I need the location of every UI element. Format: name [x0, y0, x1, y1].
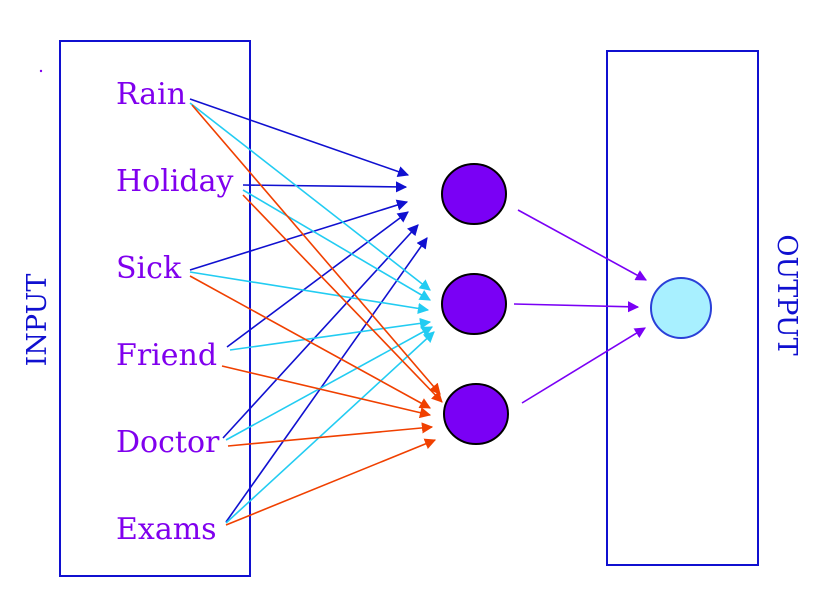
edge-arrow [227, 422, 434, 447]
input-label-rain: Rain [116, 77, 186, 112]
edge-arrow [521, 327, 646, 404]
edge-arrow [517, 209, 647, 281]
hidden-node-1 [441, 163, 507, 225]
input-label-friend: Friend [116, 338, 217, 373]
edge-arrow [225, 237, 428, 523]
hidden-node-2 [441, 273, 507, 335]
edge-arrow [242, 194, 443, 403]
edge-arrow [242, 181, 408, 193]
edge-arrow [242, 189, 431, 301]
edge-arrow [189, 98, 410, 177]
edge-arrow [225, 326, 433, 441]
edge-arrow [189, 271, 430, 314]
output-title: OUTPUT [771, 234, 802, 355]
edge-arrow [189, 102, 431, 291]
stray-dot [39, 69, 43, 73]
output-node [650, 277, 712, 339]
output-box [606, 50, 759, 566]
input-title: INPUT [22, 274, 53, 367]
edge-arrow [226, 211, 409, 348]
edge-arrow [222, 224, 419, 439]
input-label-holiday: Holiday [116, 164, 234, 199]
input-box [59, 40, 251, 577]
input-label-doctor: Doctor [116, 425, 220, 460]
hidden-node-3 [443, 383, 509, 445]
connection-edges [189, 98, 647, 526]
edge-arrow [189, 275, 431, 409]
edge-arrow [221, 365, 432, 419]
input-label-sick: Sick [116, 251, 182, 286]
edge-arrow [513, 301, 640, 313]
edge-arrow [191, 104, 441, 395]
edge-arrow [229, 317, 432, 351]
input-label-exams: Exams [116, 512, 217, 547]
edge-arrow [189, 199, 409, 271]
edge-arrow [225, 438, 437, 526]
edge-arrow [225, 331, 435, 524]
